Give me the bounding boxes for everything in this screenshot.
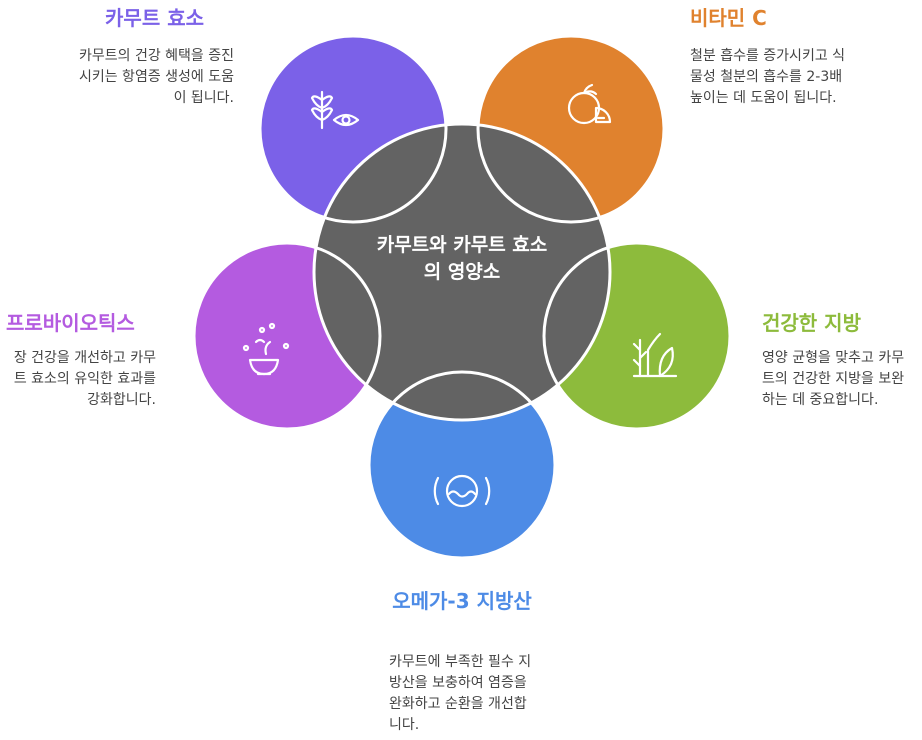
probiotic-title: 프로바이오틱스 [6,311,135,335]
enzyme-desc: 카무트의 건강 혜택을 증진시키는 항염증 생성에 도움이 됩니다. [78,48,234,106]
bowl-splash-icon [242,322,290,376]
omega-title: 오메가-3 지방산 [392,589,532,613]
water-wave-icon [433,474,491,508]
orange-slice-icon [567,83,612,125]
omega-desc: 카무트에 부족한 필수 지방산을 보충하여 염증을 완화하고 순환을 개선합니다… [389,654,532,733]
center-title: 카무트와 카무트 효소의 영양소 [376,234,548,283]
fat-title: 건강한 지방 [762,311,861,335]
plant-leaf-icon [632,332,678,378]
omega-circle [369,372,555,558]
vitamin-title: 비타민 C [690,6,767,30]
enzyme-title: 카무트 효소 [105,6,204,30]
center-circle [312,122,612,422]
fat-desc: 영양 균형을 맞추고 카무트의 건강한 지방을 보완하는 데 중요합니다. [762,350,905,408]
overlap-outlines [192,34,732,560]
vitamin-desc: 철분 흡수를 증가시키고 식물성 철분의 흡수를 2-3배 높이는 데 도움이 … [690,48,846,106]
probiotic-desc: 장 건강을 개선하고 카무트 효소의 유익한 효과를 강화합니다. [13,350,156,408]
wheat-eye-icon [310,90,360,130]
